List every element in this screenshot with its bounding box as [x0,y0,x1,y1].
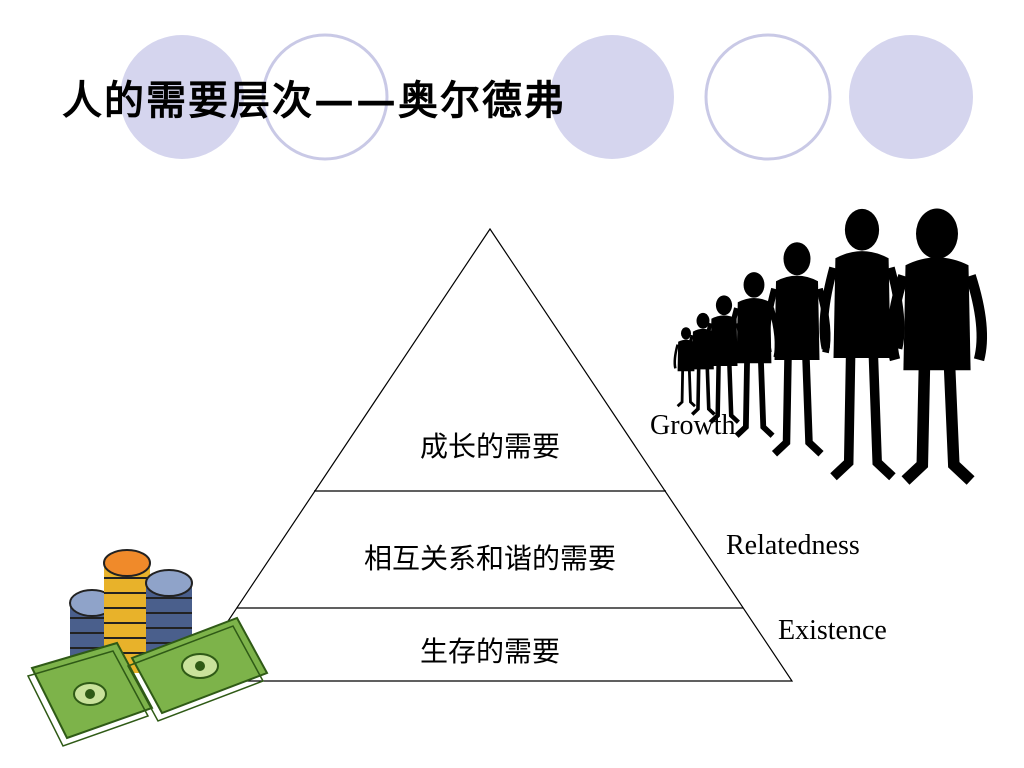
person-figure [728,272,780,438]
banknote-stack [26,641,154,747]
decor-circle [550,35,674,159]
level-label-growth: 成长的需要 [419,430,560,463]
english-label-existence: Existence [778,615,887,646]
level-label-existence: 生存的需要 [419,635,560,668]
decor-circle [704,33,832,161]
decor-circle [849,35,973,159]
coin-stack [145,569,193,668]
circles-decoration-icon [120,33,973,161]
person-figure [763,242,831,457]
walking-people-icon [673,208,988,485]
decor-circle [120,35,244,159]
slide-title: 人的需要层次——奥尔德弗 [62,77,566,124]
pyramid-outline [186,227,794,682]
english-label-growth: Growth [650,410,736,441]
person-figure [819,208,905,481]
decor-circle [261,33,389,161]
english-label-relatedness: Relatedness [726,530,860,561]
banknote-stack [126,616,269,722]
person-figure [886,208,988,485]
level-label-relatedness: 相互关系和谐的需要 [363,542,616,575]
money-pile-icon [26,549,269,747]
